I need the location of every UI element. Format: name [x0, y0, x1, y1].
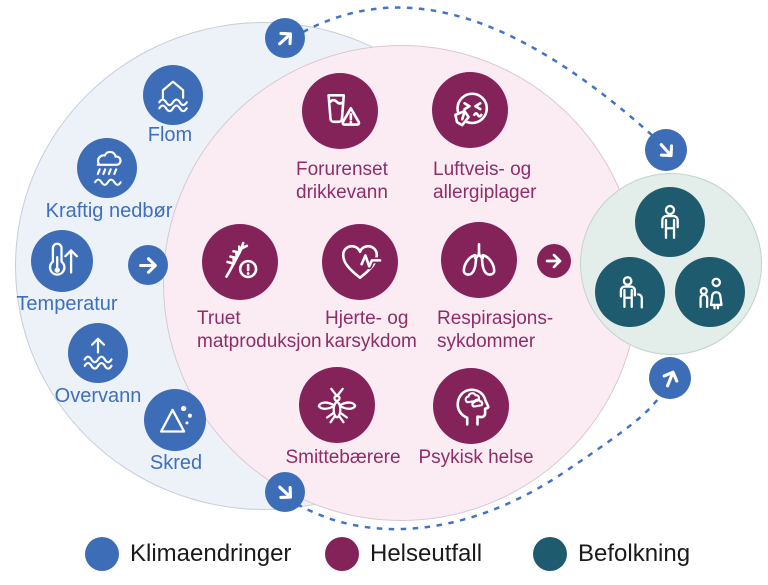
health-label-psykisk: Psykisk helse [418, 447, 534, 468]
elderly-icon [619, 276, 643, 309]
health-label-respirasjon: Respirasjons- sykdommer [437, 308, 554, 352]
legend-label-population: Befolkning [578, 540, 691, 567]
legend-label-health: Helseutfall [370, 540, 483, 567]
climate-node-overvann [68, 323, 128, 383]
health-label-drikkevann: Forurenset drikkevann [296, 159, 388, 203]
flow-arrow-bottom-left [265, 472, 305, 512]
climate-label-kraftig-nedbor: Kraftig nedbør [45, 200, 173, 222]
health-to-population-arrow [537, 244, 571, 278]
arrow-down-right-icon [277, 485, 292, 499]
legend-dot-health [325, 537, 359, 571]
health-label-luftveis: Luftveis- og allergiplager [433, 159, 537, 203]
population-node-parent-child [675, 257, 745, 327]
health-label-matproduksjon: Truet matproduksjon [197, 308, 322, 352]
adult-icon [661, 204, 679, 239]
legend-item-klimaendringer: Klimaendringer [85, 537, 291, 571]
health-label-hjerte: Hjerte- og karsykdom [325, 308, 417, 352]
flood-icon [158, 80, 188, 113]
health-node-hjerte [322, 224, 398, 300]
legend-dot-population [533, 537, 567, 571]
climate-label-skred: Skred [149, 452, 203, 474]
mosquito-icon [317, 387, 357, 424]
climate-node-skred [144, 389, 206, 451]
temperature-icon [48, 242, 79, 276]
health-node-respirasjon [441, 222, 517, 298]
sneeze-icon [454, 92, 489, 127]
heavy-rain-icon [94, 150, 122, 186]
surface-water-icon [83, 337, 113, 370]
arrow-down-right-icon [659, 142, 673, 157]
contaminated-water-icon [327, 93, 361, 126]
health-node-matproduksjon [202, 224, 278, 300]
flow-arrow-right-bottom [649, 357, 691, 399]
health-node-luftveis [432, 72, 508, 148]
climate-label-temperatur: Temperatur [16, 293, 118, 315]
health-node-drikkevann [302, 73, 378, 149]
landslide-icon [159, 405, 192, 433]
climate-node-temperatur [31, 230, 93, 292]
population-node-elderly [595, 257, 665, 327]
legend-item-helseutfall: Helseutfall [325, 537, 482, 571]
legend-label-climate: Klimaendringer [130, 540, 292, 567]
arrow-right-icon [545, 253, 562, 269]
climate-label-flom: Flom [147, 124, 193, 146]
parent-child-icon [699, 277, 723, 310]
flow-arrow-top-left [265, 18, 305, 58]
arrow-up-right-icon [277, 31, 292, 45]
population-node-adult [635, 187, 705, 257]
climate-to-health-arrow [128, 245, 168, 285]
climate-node-kraftig-nedbor [77, 138, 137, 198]
mental-health-icon [456, 388, 490, 426]
health-node-smittebarere [299, 367, 375, 443]
climate-label-overvann: Overvann [54, 385, 142, 407]
health-label-smittebarere: Smittebærere [285, 447, 401, 468]
heart-disease-icon [341, 244, 384, 280]
legend-dot-climate [85, 537, 119, 571]
health-node-psykisk [433, 368, 509, 444]
flow-arrow-right-top [645, 129, 687, 171]
arrow-up-icon [662, 370, 678, 387]
threatened-food-icon [225, 241, 258, 279]
legend-item-befolkning: Befolkning [533, 537, 690, 571]
arrow-right-icon [138, 256, 157, 274]
climate-node-flom [143, 65, 203, 125]
lungs-icon [462, 242, 496, 276]
